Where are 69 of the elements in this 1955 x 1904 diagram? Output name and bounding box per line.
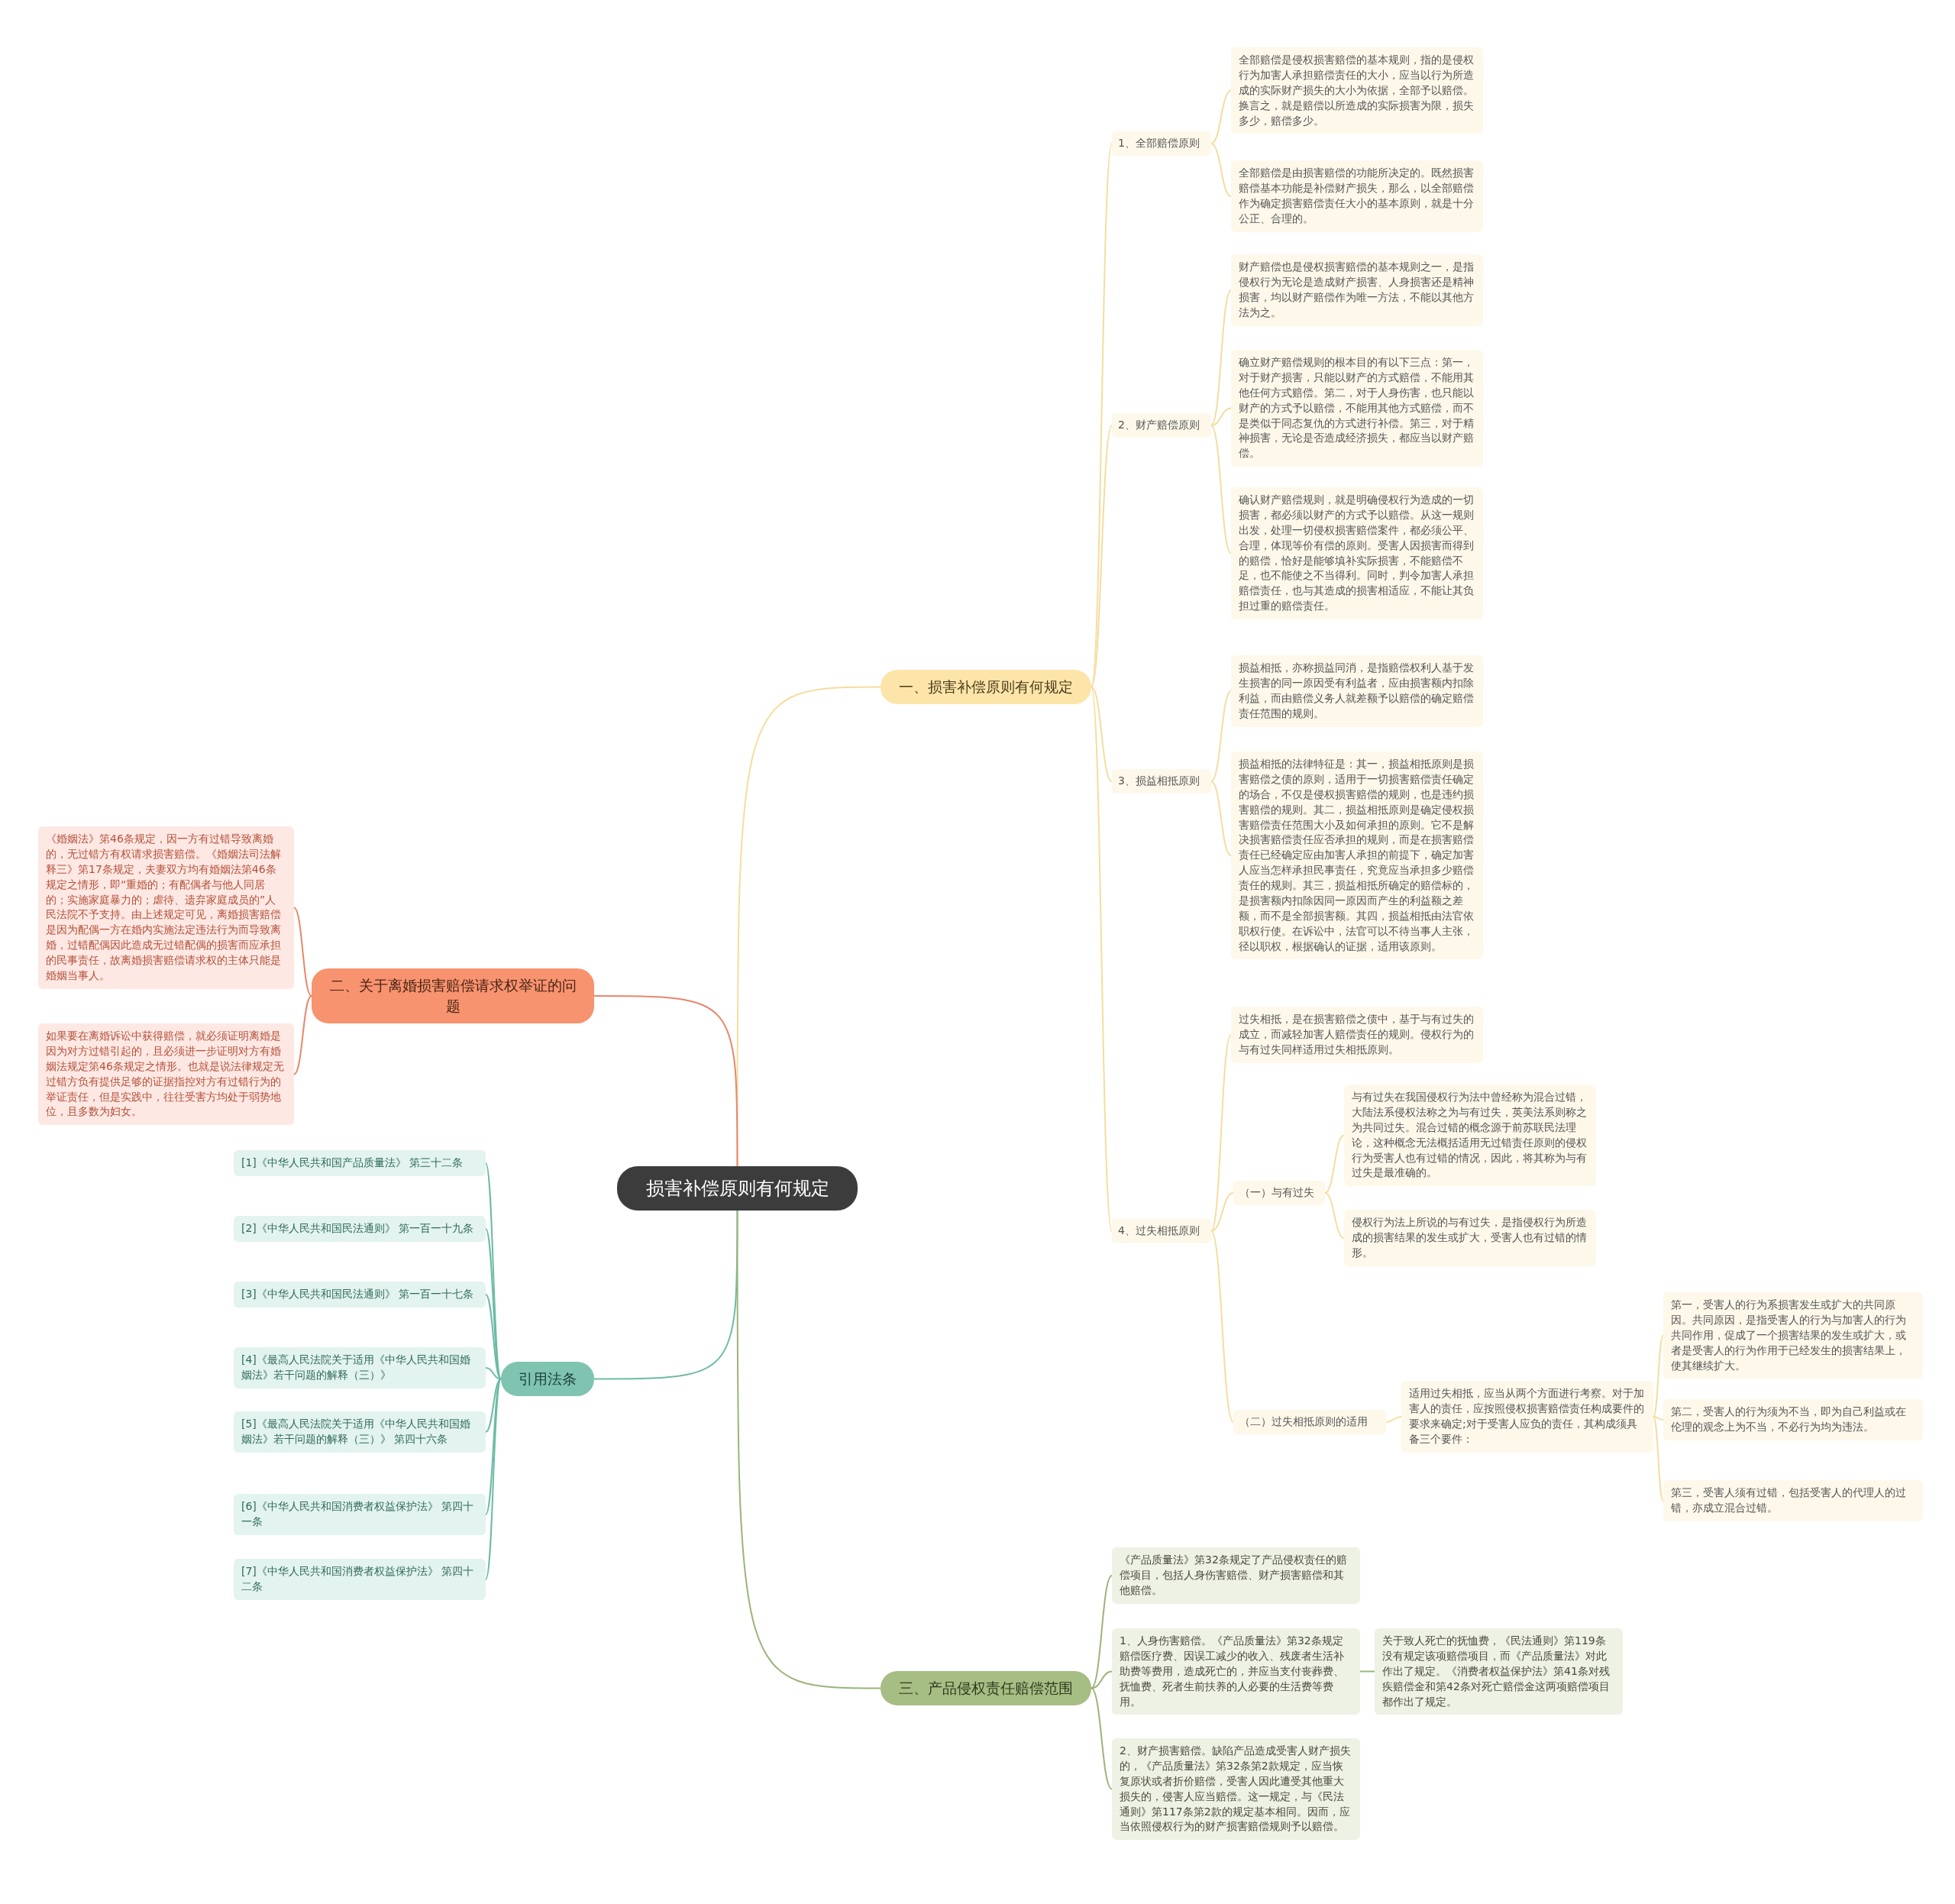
connector-line (1210, 690, 1232, 782)
subtopic-label: 2、财产赔偿原则 (1112, 413, 1211, 438)
connector-line (1210, 1034, 1232, 1232)
connector-line (1091, 1687, 1113, 1790)
note-card: 确认财产赔偿规则，就是明确侵权行为造成的一切损害，都必须以财产的方式予以赔偿。从这一规则出发，处理一切侵权损害赔偿案件，都必须公平、合理，体现等价有偿的原则。受害人因损害而得到的赔偿，恰好是能够填补实际损害，不能赔偿不足，也不能使之不当得利。同时，判令加害人承担赔偿责任，也与其造成的损害相适应，不能让其负担过重的赔偿责任。 (1231, 487, 1483, 619)
note-card: 适用过失相抵，应当从两个方面进行考察。对于加害人的责任，应按照侵权损害赔偿责任构成要件的要求来确定;对于受害人应负的责任，其构成须具备三个要件： (1401, 1381, 1653, 1453)
branch-topic: 三、产品侵权责任赔偿范围 (881, 1671, 1091, 1705)
note-card: 财产赔偿也是侵权损害赔偿的基本规则之一，是指侵权行为无论是造成财产损害、人身损害还是精神损害，均以财产赔偿作为唯一方法，不能以其他方法为之。 (1231, 254, 1483, 326)
connector-line (1091, 425, 1113, 688)
note-card: [1]《中华人民共和国产品质量法》 第三十二条 (234, 1150, 486, 1176)
note-card: 与有过失在我国侵权行为法中曾经称为混合过错，大陆法系侵权法称之为与有过失，英美法系则称之为共同过失。混合过错的概念源于前苏联民法理论，这种概念无法概括适用无过错责任原则的侵权行为受害人也有过错的情况，因此，将其称为与有过失是最准确的。 (1344, 1085, 1596, 1187)
connector-line (293, 995, 312, 1075)
note-card: 确立财产赔偿规则的根本目的有以下三点：第一，对于财产损害，只能以财产的方式赔偿，不能用其他任何方式赔偿。第二，对于人身伤害，也只能以财产的方式予以赔偿，不能用其他方式赔偿，而不是类似于同态复仇的方式进行补偿。第三，对于精神损害，无论是否造成经济损失，都应当以财产赔偿。 (1231, 350, 1483, 467)
connector-line (1091, 686, 1113, 1232)
note-card: 1、人身伤害赔偿。《产品质量法》第32条规定赔偿医疗费、因误工减少的收入、残废者生活补助费等费用，造成死亡的，并应当支付丧葬费、抚恤费、死者生前扶养的人必要的生活费等费用。 (1112, 1628, 1360, 1715)
note-card: 损益相抵的法律特征是：其一，损益相抵原则是损害赔偿之债的原则，适用于一切损害赔偿责任确定的场合，不仅是侵权损害赔偿的规则，也是违约损害赔偿的规则。其二，损益相抵原则是确定侵权损害赔偿责任范围大小及如何承担的原则。它不是解决损害赔偿责任应否承担的规则，而是在损害赔偿责任已经确定应由加害人承担的前提下，确定加害人应当怎样承担民事责任，究竟应当承担多少赔偿责任的规则。其三，损益相抵所确定的赔偿标的，是损害额内扣除因同一原因而产生的利益额之差额，而不是全部损害额。其四，损益相抵由法官依职权行使。在诉讼中，法官可以不待当事人主张，径以职权，根据确认的证据，适用该原则。 (1231, 752, 1483, 960)
note-card: [4]《最高人民法院关于适用《中华人民共和国婚姻法》若干问题的解释（三）》 (234, 1347, 486, 1388)
subtopic-label: 3、损益相抵原则 (1112, 769, 1211, 794)
connector-line (736, 686, 881, 1167)
note-card: 全部赔偿是由损害赔偿的功能所决定的。既然损害赔偿基本功能是补偿财产损失，那么，以全部赔偿作为确定损害赔偿责任大小的基本原则，就是十分公正、合理的。 (1231, 160, 1483, 232)
connector-line (1091, 1575, 1113, 1689)
connector-line (1210, 407, 1232, 426)
note-card: 损益相抵，亦称损益同消，是指赔偿权利人基于发生损害的同一原因受有利益者，应由损害额内扣除利益，而由赔偿义务人就差额予以赔偿的确定赔偿责任范围的规则。 (1231, 655, 1483, 727)
connector-line (485, 1367, 502, 1380)
note-card: 2、财产损害赔偿。缺陷产品造成受害人财产损失的，《产品质量法》第32条第2款规定，应当恢复原状或者折价赔偿，受害人因此遭受其他重大损失的，侵害人应当赔偿。这一规定，与《民法通则》第117条第2款的规定基本相同。因而，应当依照侵权行为的财产损害赔偿规则予以赔偿。 (1112, 1738, 1360, 1841)
note-card: 全部赔偿是侵权损害赔偿的基本规则，指的是侵权行为加害人承担赔偿责任的大小，应当以行为所造成的实际财产损失的大小为依据，全部予以赔偿。换言之，就是赔偿以所造成的实际损害为限，损失多少，赔偿多少。 (1231, 47, 1483, 134)
note-card: [7]《中华人民共和国消费者权益保护法》 第四十二条 (234, 1559, 486, 1600)
note-card: [5]《最高人民法院关于适用《中华人民共和国婚姻法》若干问题的解释（三）》 第四十六条 (234, 1411, 486, 1453)
connector-line (1091, 1670, 1113, 1689)
connector-line (1091, 686, 1113, 782)
connector-line (1324, 1192, 1345, 1239)
subtopic-label: （二）过失相抵原则的适用 (1233, 1410, 1386, 1434)
note-card: 如果要在离婚诉讼中获得赔偿，就必须证明离婚是因为对方过错引起的，且必须进一步证明对方有婚姻法规定第46条规定之情形。也就是说法律规定无过错方负有提供足够的证据指控对方有过错行为的举证责任，但是实践中，往往受害方均处于弱势地位，且多数为妇女。 (38, 1023, 294, 1126)
subtopic-label: 1、全部赔偿原则 (1112, 131, 1211, 156)
connector-line (1324, 1134, 1345, 1194)
note-card: 第二，受害人的行为须为不当，即为自己利益或在伦理的观念上为不当，不必行为均为违法。 (1663, 1399, 1923, 1440)
connector-line (593, 1210, 738, 1380)
connector-line (593, 995, 738, 1167)
connector-line (736, 1210, 881, 1689)
subtopic-label: 4、过失相抵原则 (1112, 1219, 1211, 1243)
connector-line (1210, 1192, 1234, 1232)
connector-line (1359, 1670, 1375, 1673)
note-card: [3]《中华人民共和国民法通则》 第一百一十七条 (234, 1282, 486, 1308)
note-card: 侵权行为法上所说的与有过失，是指侵权行为所造成的损害结果的发生或扩大，受害人也有过错的情形。 (1344, 1210, 1596, 1266)
connector-line (293, 907, 312, 997)
note-card: 第一，受害人的行为系损害发生或扩大的共同原因。共同原因，是指受害人的行为与加害人的行为共同作用，促成了一个损害结果的发生或扩大，或者是受害人的行为作用于已经发生的损害结果上，使其继续扩大。 (1663, 1292, 1923, 1379)
connector-line (1210, 1230, 1234, 1423)
connector-line (1385, 1416, 1402, 1423)
note-card: [2]《中华人民共和国民法通则》 第一百一十九条 (234, 1216, 486, 1242)
note-card: 过失相抵，是在损害赔偿之债中，基于与有过失的成立，而减轻加害人赔偿责任的规则。侵权行为的与有过失同样适用过失相抵原则。 (1231, 1007, 1483, 1063)
connector-line (1653, 1416, 1664, 1502)
branch-topic: 引用法条 (501, 1362, 594, 1396)
branch-topic: 一、损害补偿原则有何规定 (881, 670, 1091, 704)
connector-line (485, 1294, 502, 1380)
note-card: 第三，受害人须有过错，包括受害人的代理人的过错，亦成立混合过错。 (1663, 1480, 1923, 1521)
connector-line (1210, 425, 1232, 554)
note-card: 《婚姻法》第46条规定，因一方有过错导致离婚的，无过错方有权请求损害赔偿。《婚姻法司法解释三》第17条规定，夫妻双方均有婚姻法第46条规定之情形，即“重婚的；有配偶者与他人同居的；实施家庭暴力的；虐待、遗弃家庭成员的”人民法院不予支持。由上述规定可见，离婚损害赔偿是因为配偶一方在婚内实施法定违法行为而导致离婚，过错配偶因此造成无过错配偶的损害而应承担的民事责任，故离婚损害赔偿请求权的主体只能是婚姻当事人。 (38, 826, 294, 989)
central-topic: 损害补偿原则有何规定 (617, 1166, 858, 1211)
note-card: [6]《中华人民共和国消费者权益保护法》 第四十一条 (234, 1494, 486, 1535)
connector-line (1210, 89, 1232, 144)
connector-line (485, 1378, 502, 1433)
connector-line (1653, 1334, 1664, 1417)
subtopic-label: （一）与有过失 (1233, 1181, 1325, 1205)
note-card: 《产品质量法》第32条规定了产品侵权责任的赔偿项目，包括人身伤害赔偿、财产损害赔偿和其他赔偿。 (1112, 1547, 1360, 1604)
connector-line (1210, 289, 1232, 426)
branch-topic: 二、关于离婚损害赔偿请求权举证的问题 (312, 968, 594, 1023)
connector-line (1210, 143, 1232, 197)
note-card: 关于致人死亡的抚恤费，《民法通则》第119条没有规定该项赔偿项目，而《产品质量法》对此作出了规定。《消费者权益保护法》第41条对残疾赔偿金和第42条对死亡赔偿金这两项赔偿项目都作出了规定。 (1375, 1628, 1623, 1715)
connector-line (1210, 781, 1232, 856)
